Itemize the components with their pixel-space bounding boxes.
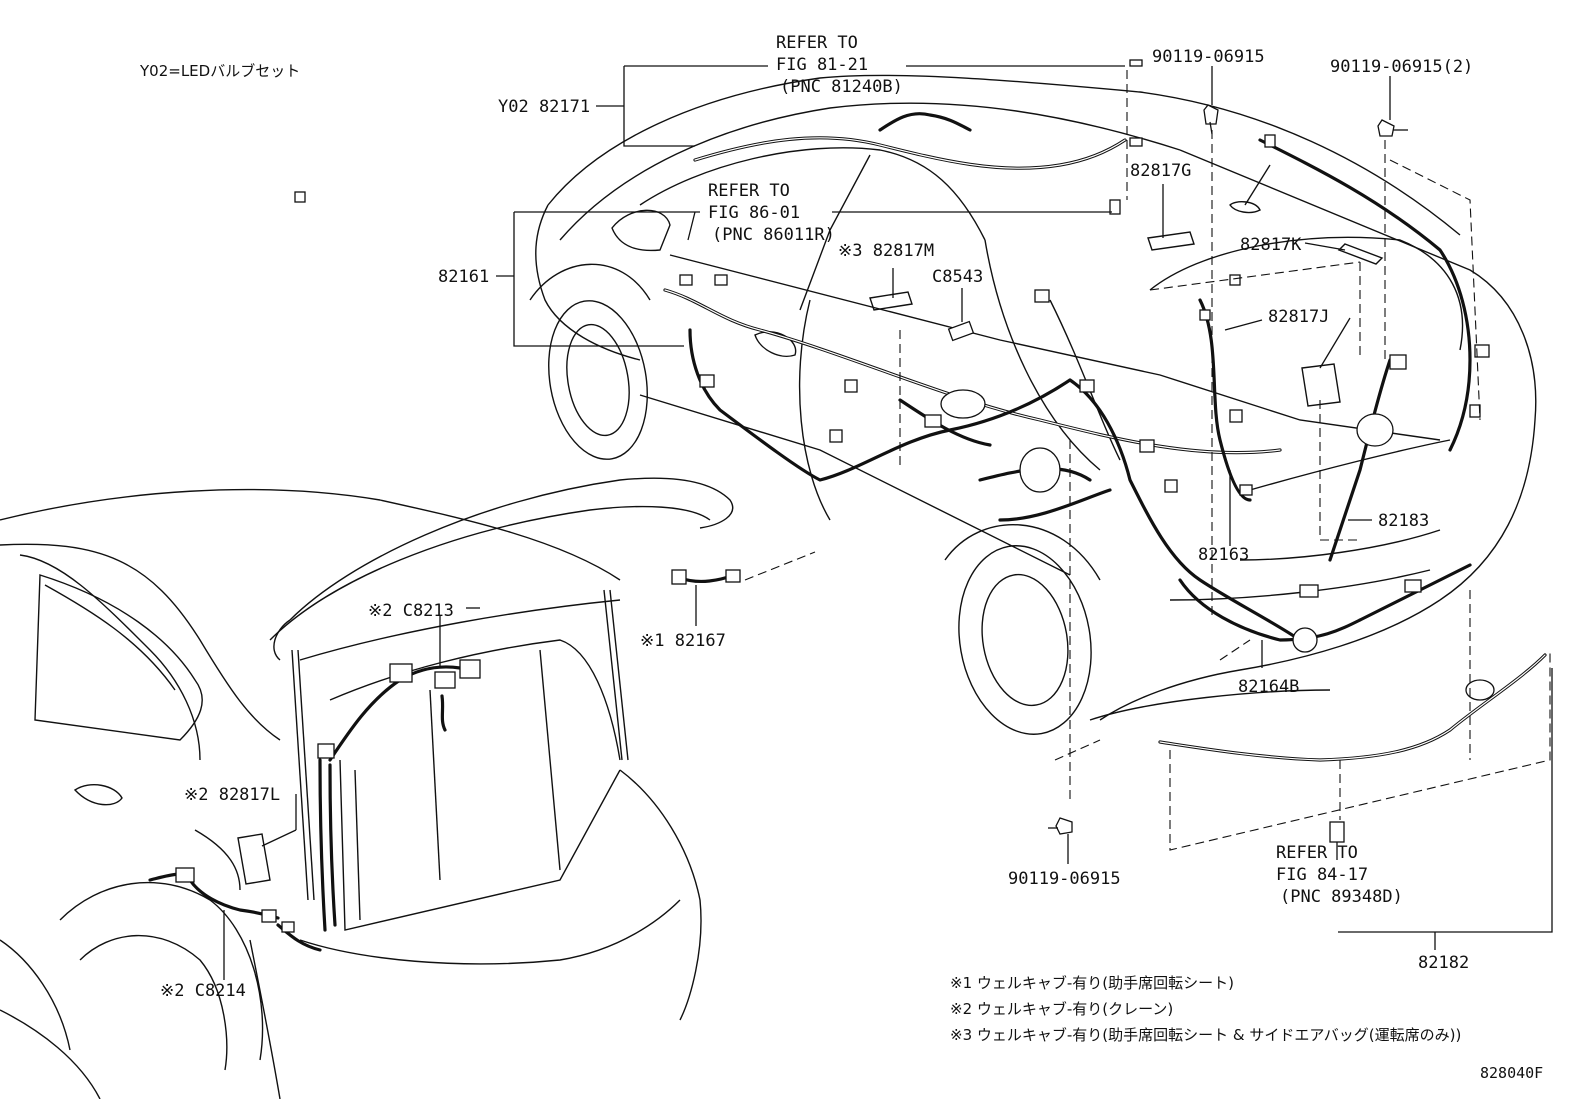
note-3: ※3 ウェルキャブ-有り(助手席回転シート & サイドエアバッグ(運転席のみ)) [950, 1026, 1461, 1044]
figure-id: 828040F [1480, 1064, 1543, 1082]
label-c8213: ※2 C8213 [368, 601, 454, 621]
label-82163: 82163 [1198, 545, 1249, 565]
dashed-guide-lines [744, 70, 1551, 851]
main-car-connectors [294, 59, 1495, 843]
label-82171: Y02 82171 [498, 97, 590, 117]
label-82817m: ※3 82817M [838, 241, 934, 261]
note-2: ※2 ウェルキャブ-有り(クレーン) [950, 1000, 1173, 1018]
label-82817k: 82817K [1240, 235, 1302, 255]
label-82817g: 82817G [1130, 161, 1191, 181]
main-car-outline [529, 74, 1537, 735]
ref-81-21-line3: (PNC 81240B) [780, 77, 903, 97]
ref-84-17-line1: REFER TO [1276, 843, 1358, 863]
label-82817j: 82817J [1268, 307, 1329, 327]
label-90119-bottom: 90119-06915 [1008, 869, 1121, 889]
ref-86-01-line3: (PNC 86011R) [712, 225, 835, 245]
label-82164b: 82164B [1238, 677, 1299, 697]
label-90119-top-2: 90119-06915(2) [1330, 57, 1473, 77]
leader-lines [223, 65, 1553, 980]
part-labels: Y02=LEDバルブセット REFER TO FIG 81-21 (PNC 81… [139, 33, 1473, 1001]
back-door-harness-wires [148, 659, 481, 952]
ref-86-01-line1: REFER TO [708, 181, 790, 201]
label-82161: 82161 [438, 267, 489, 287]
label-82167: ※1 82167 [640, 631, 726, 651]
label-90119-top: 90119-06915 [1152, 47, 1265, 67]
ref-86-01-line2: FIG 86-01 [708, 203, 800, 223]
label-82817l: ※2 82817L [184, 785, 280, 805]
label-c8214: ※2 C8214 [160, 981, 246, 1001]
ref-84-17-line2: FIG 84-17 [1276, 865, 1368, 885]
label-82183: 82183 [1378, 511, 1429, 531]
label-c8543: C8543 [932, 267, 983, 287]
back-door-car-outline [0, 477, 734, 1099]
part-82167-harness [671, 569, 741, 585]
ref-81-21-line1: REFER TO [776, 33, 858, 53]
footnotes: ※1 ウェルキャブ-有り(助手席回転シート) ※2 ウェルキャブ-有り(クレーン… [950, 974, 1543, 1082]
label-82182: 82182 [1418, 953, 1469, 973]
header-code-note: Y02=LEDバルブセット [139, 62, 300, 80]
ref-84-17-line3: (PNC 89348D) [1280, 887, 1403, 907]
ref-81-21-line2: FIG 81-21 [776, 55, 868, 75]
note-1: ※1 ウェルキャブ-有り(助手席回転シート) [950, 974, 1234, 992]
